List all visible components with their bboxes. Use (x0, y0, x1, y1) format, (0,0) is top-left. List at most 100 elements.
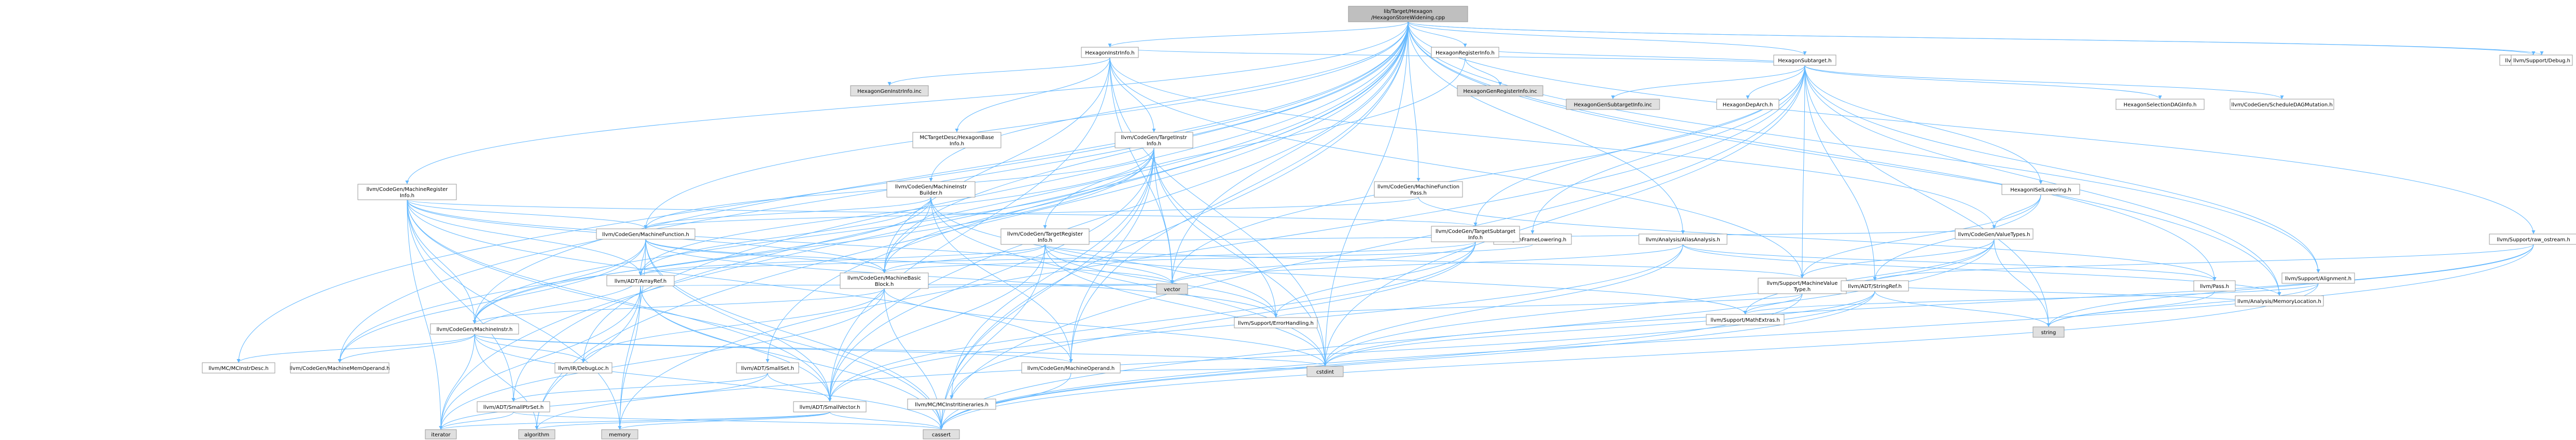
node-aa[interactable]: llvm/Analysis/AliasAnalysis.h (1638, 233, 1728, 245)
node-rawos[interactable]: llvm/Support/raw_ostream.h (2489, 233, 2576, 245)
edge-root-to-cass (939, 21, 1409, 430)
edge-mi-to-mmo (338, 334, 475, 363)
node-box-cass (923, 429, 960, 439)
edge-root-to-mri (405, 21, 1409, 185)
edge-root-to-dl (581, 21, 1409, 363)
node-box-mbb (840, 272, 929, 289)
node-hisel[interactable]: HexagonISelLowering.h (2001, 184, 2080, 195)
edge-sref-to-str (1874, 291, 2051, 327)
node-err[interactable]: llvm/Support/ErrorHandling.h (1234, 317, 1318, 328)
edge-tii-to-mo (1069, 147, 1154, 363)
node-label-mri: Info.h (400, 193, 414, 199)
node-mcit[interactable]: llvm/MC/MCInstrItineraries.h (907, 398, 996, 410)
node-box-dl (554, 362, 612, 374)
edge-tri-to-cass (939, 244, 1046, 430)
edge-root-to-memloc (1408, 21, 2281, 296)
edge-aref-to-algo (535, 285, 641, 430)
node-mf[interactable]: llvm/CodeGen/MachineFunction.h (596, 228, 695, 240)
node-label-root: /HexagonStoreWidening.cpp (1371, 15, 1445, 21)
node-sdm[interactable]: llvm/CodeGen/ScheduleDAGMutation.h (2230, 99, 2334, 110)
node-aref[interactable]: llvm/ADT/ArrayRef.h (606, 275, 675, 286)
node-hii[interactable]: HexagonInstrInfo.h (1081, 47, 1139, 58)
node-label-tri: llvm/CodeGen/TargetRegister (1007, 231, 1083, 237)
node-align[interactable]: llvm/Support/Alignment.h (2281, 272, 2355, 284)
edge-rawos-to-cass (939, 244, 2534, 430)
edge-sps-to-iter (439, 411, 514, 430)
node-box-dbg (2511, 54, 2573, 66)
node-label-hii: HexagonInstrInfo.h (1085, 50, 1134, 56)
node-box-mext (1706, 314, 1785, 325)
edge-tii-to-aref (638, 147, 1154, 276)
node-mcid[interactable]: llvm/MC/MCInstrDesc.h (202, 362, 275, 374)
edge-hii-to-vec (1109, 57, 1174, 284)
node-pass[interactable]: llvm/Pass.h (2193, 280, 2236, 292)
edge-root-to-hii (1108, 21, 1409, 48)
node-label-aa: llvm/Analysis/AliasAnalysis.h (1646, 237, 1720, 243)
edge-mi-to-algo (474, 334, 539, 430)
node-vt[interactable]: llvm/CodeGen/ValueTypes.h (1955, 228, 2034, 240)
edge-mri-to-aref (407, 199, 643, 276)
edge-hii-to-hgii (887, 57, 1110, 86)
node-sset[interactable]: llvm/ADT/SmallSet.h (736, 362, 799, 374)
edge-aa-to-vec (1170, 244, 1683, 284)
node-label-mmo: llvm/CodeGen/MachineMemOperand.h (290, 366, 390, 372)
edge-aref-to-cass (640, 285, 943, 430)
node-box-mib (886, 181, 976, 198)
node-sref[interactable]: llvm/ADT/StringRef.h (1841, 280, 1909, 292)
edge-root-to-mf (644, 21, 1409, 229)
edge-hii-to-svec (828, 57, 1110, 402)
node-label-mbb: Block.h (875, 282, 894, 287)
node-label-memloc: llvm/Analysis/MemoryLocation.h (2237, 299, 2321, 305)
node-dbg[interactable]: llvm/Support/Debug.h (2511, 54, 2573, 66)
node-label-sset: llvm/ADT/SmallSet.h (741, 366, 794, 372)
edge-hri-to-hgri (1465, 57, 1502, 86)
node-box-hgri (1457, 85, 1543, 97)
node-box-svec (793, 401, 867, 412)
edge-hst-to-hri (1463, 47, 1805, 66)
edge-mbb-to-mi (472, 288, 885, 324)
node-mo[interactable]: llvm/CodeGen/MachineOperand.h (1021, 362, 1121, 374)
edge-root-to-rawos (1408, 21, 2536, 235)
node-hst[interactable]: HexagonSubtarget.h (1773, 54, 1836, 66)
edge-mri-to-mo (407, 199, 1073, 363)
edge-tri-to-mbb (882, 244, 1046, 273)
node-sps[interactable]: llvm/ADT/SmallPtrSet.h (477, 401, 550, 412)
edge-root-to-mi (472, 21, 1409, 324)
node-box-mi (430, 323, 519, 335)
node-label-mib: llvm/CodeGen/MachineInstr (895, 184, 967, 190)
edge-mfp-to-mf (644, 197, 1419, 229)
node-svec[interactable]: llvm/ADT/SmallVector.h (793, 401, 867, 412)
node-dl[interactable]: llvm/IR/DebugLoc.h (554, 362, 612, 374)
node-hsdag[interactable]: HexagonSelectionDAGInfo.h (2115, 99, 2205, 110)
node-mmo[interactable]: llvm/CodeGen/MachineMemOperand.h (290, 362, 390, 374)
edge-align-to-mext (1743, 283, 2319, 315)
edge-root-to-pass (1408, 21, 2217, 281)
edge-mri-to-tsi (407, 199, 1477, 227)
node-label-vt: llvm/CodeGen/ValueTypes.h (1958, 232, 2030, 238)
node-mi[interactable]: llvm/CodeGen/MachineInstr.h (430, 323, 519, 335)
edge-aa-to-memloc (1682, 244, 2281, 296)
node-hri[interactable]: HexagonRegisterInfo.h (1431, 47, 1499, 58)
edge-tii-to-vec (1153, 147, 1174, 284)
node-label-mri: llvm/CodeGen/MachineRegister (367, 187, 449, 192)
edge-mfp-to-pass (1418, 197, 2217, 281)
node-memloc[interactable]: llvm/Analysis/MemoryLocation.h (2235, 295, 2324, 307)
node-mext[interactable]: llvm/Support/MathExtras.h (1706, 314, 1785, 325)
edge-tii-to-err (1153, 147, 1278, 318)
node-label-mfp: llvm/CodeGen/MachineFunction (1377, 184, 1459, 190)
edge-tii-to-mmo (338, 147, 1154, 363)
node-hda[interactable]: HexagonDepArch.h (1716, 99, 1779, 110)
edge-mf-to-vec (645, 239, 1174, 284)
node-box-str (2032, 326, 2065, 338)
edge-mf-to-svec (645, 239, 832, 402)
node-root[interactable]: lib/Target/Hexagon/HexagonStoreWidening.… (1348, 6, 1468, 22)
